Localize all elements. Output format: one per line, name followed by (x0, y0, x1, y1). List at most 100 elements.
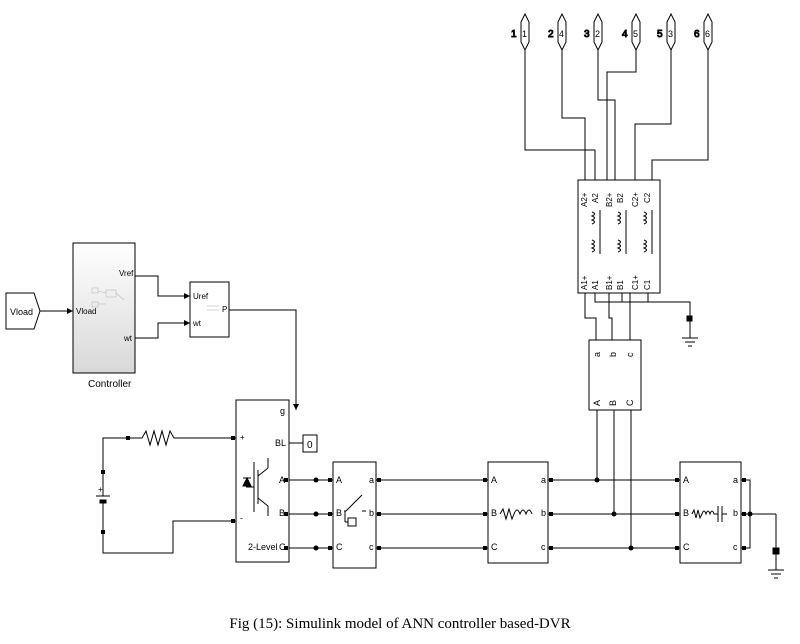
constant-zero-block[interactable]: 0 (302, 434, 318, 453)
goto-tag-6[interactable] (703, 12, 713, 52)
pwm-in2-label: wt (192, 319, 202, 328)
goto-tag-5[interactable] (666, 12, 676, 52)
breaker-in-B: B (336, 508, 342, 518)
bus-down-wires (596, 410, 632, 548)
goto-num-6: 6 (694, 29, 700, 40)
rl-filter-block[interactable]: A B C a b c (487, 461, 549, 564)
rl-icon (499, 507, 533, 521)
goto-num-4: 4 (622, 29, 628, 40)
rlc-out-b: b (733, 508, 738, 518)
breaker-in-C: C (336, 542, 343, 552)
rlc-in-B: B (683, 508, 689, 518)
transformer-bottom-labels: A1+ A1 B1+ B1 C1+ C1 (580, 275, 652, 290)
converter-title: 2-Level (248, 542, 278, 552)
goto-tag-label-1: 1 (522, 29, 527, 39)
breaker-out-b: b (369, 508, 374, 518)
goto-tag-label-2: 4 (559, 29, 564, 39)
tx-top-1: A2 (591, 193, 600, 203)
pulse-wire (229, 309, 297, 410)
controller-label: Controller (88, 379, 132, 390)
tx-top-5: C2 (643, 192, 652, 203)
tx-top-3: B2 (616, 193, 625, 203)
dc-circuit-wires (102, 429, 236, 554)
converter-bl-label: BL (275, 438, 286, 448)
pwm-in1-label: Uref (193, 292, 209, 301)
goto-num-5: 5 (657, 29, 663, 40)
goto-tag-2[interactable] (557, 12, 567, 52)
ground-icon-top (682, 315, 698, 347)
bus-in-a: a (592, 352, 602, 357)
tx-bot-0: A1+ (580, 275, 589, 290)
converter-b-label: B (279, 508, 285, 518)
goto-tag-3[interactable] (593, 12, 603, 52)
tx-bot-4: C1+ (631, 275, 640, 290)
svg-text:Vload: Vload (10, 307, 33, 317)
tx-bot-5: C1 (643, 279, 652, 290)
controller-in-label: Vload (76, 307, 96, 316)
goto-num-2: 2 (548, 29, 554, 40)
controller-out1-label: Vref (119, 269, 134, 278)
bus-in-c: c (625, 352, 635, 357)
converter-plus-label: + (240, 433, 245, 442)
tx-bot-3: B1 (616, 280, 625, 290)
controller-pwm-wires (135, 275, 190, 339)
figure-caption: Fig (15): Simulink model of ANN controll… (229, 616, 571, 632)
breaker-out-a: a (369, 475, 374, 485)
breaker-out-c: c (369, 542, 374, 552)
pulse-arrow (293, 404, 299, 410)
controller-preview-icon (91, 287, 125, 308)
tx-top-4: C2+ (631, 192, 640, 207)
rl-in-C: C (491, 542, 498, 552)
rlc-load-block[interactable]: A B C a b c (679, 461, 742, 564)
bus-out-B: B (608, 400, 618, 406)
transformer-coils-icon (590, 210, 653, 254)
goto-num-1: 1 (511, 29, 517, 40)
controller-block[interactable]: Vload Vref wt (72, 242, 136, 374)
goto-tag-4[interactable] (631, 12, 641, 52)
pwm-out-label: P (222, 305, 227, 314)
breaker-block[interactable]: A B C a b c (332, 461, 377, 569)
converter-block[interactable]: g BL A B C + - 2-Level (235, 399, 290, 563)
tx-bot-1: A1 (591, 280, 600, 290)
bus-out-A: A (592, 400, 602, 406)
dc-battery-icon[interactable]: + (96, 480, 110, 530)
bus-in-b: b (608, 352, 618, 357)
rl-out-b: b (541, 508, 546, 518)
goto-tag-label-5: 3 (668, 29, 673, 39)
battery-plus-label: + (98, 485, 103, 494)
rlc-in-A: A (683, 475, 689, 485)
rl-out-a: a (541, 475, 546, 485)
transformer-block[interactable]: A2+ A2 B2+ B2 C2+ C2 A1+ A1 B1+ B1 C1+ C… (577, 179, 661, 294)
rlc-out-c: c (733, 542, 738, 552)
rlc-icon (691, 506, 727, 522)
converter-minus-label: - (240, 513, 243, 523)
rlc-out-a: a (733, 475, 738, 485)
transformer-bottom-wires (584, 293, 691, 340)
rl-in-B: B (491, 508, 497, 518)
goto-tag-label-3: 2 (595, 29, 600, 39)
transformer-top-labels: A2+ A2 B2+ B2 C2+ C2 (580, 192, 652, 207)
resistor-icon (134, 429, 184, 447)
breaker-in-A: A (336, 475, 342, 485)
ground-icon-bottom (768, 547, 784, 579)
goto-num-3: 3 (584, 29, 590, 40)
bus-block[interactable]: a b c A B C (588, 339, 642, 411)
goto-wires (524, 50, 709, 180)
from-vload-tag[interactable]: Vload (5, 292, 41, 330)
goto-tag-1[interactable] (520, 12, 530, 52)
rl-out-c: c (541, 542, 546, 552)
breaker-switch-icon (344, 494, 366, 527)
rlc-in-C: C (683, 542, 690, 552)
pwm-block[interactable]: Uref wt P (189, 281, 230, 338)
pwm-preview-icon (207, 305, 219, 311)
controller-out2-label: wt (123, 334, 133, 343)
goto-tag-label-4: 5 (633, 29, 638, 39)
bus-out-C: C (625, 399, 635, 406)
tx-top-2: B2+ (605, 192, 614, 207)
converter-a-label: A (279, 475, 285, 485)
svg-text:0: 0 (307, 440, 313, 451)
tx-bot-2: B1+ (605, 275, 614, 290)
converter-g-label: g (280, 406, 285, 416)
igbt-icon (242, 458, 269, 516)
